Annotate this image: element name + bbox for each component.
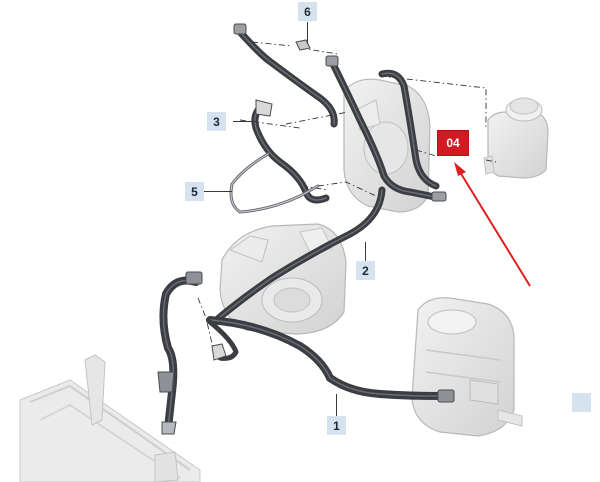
- callout-2[interactable]: 2: [356, 261, 375, 280]
- hose-1: [157, 271, 455, 435]
- reservoir-component: [483, 97, 549, 179]
- callout-6-leader: [307, 22, 308, 44]
- hose-4: [325, 55, 447, 202]
- pipe-5: [229, 152, 320, 214]
- highlight-part-badge[interactable]: 04: [437, 130, 469, 156]
- callout-1-leader: [336, 394, 337, 418]
- callout-5-leader: [204, 191, 232, 192]
- radiator-component: [19, 354, 201, 482]
- hose-3: [251, 99, 330, 204]
- cooler-component: [411, 297, 523, 437]
- callout-5[interactable]: 5: [185, 182, 204, 201]
- hose-2: [210, 186, 386, 326]
- callout-3-leader: [233, 121, 257, 122]
- hose-6: [233, 23, 338, 128]
- callout-3[interactable]: 3: [207, 112, 226, 131]
- callout-6[interactable]: 6: [298, 2, 317, 21]
- blank-callout-box: [572, 393, 591, 412]
- callout-2-leader: [365, 242, 366, 264]
- callout-1[interactable]: 1: [327, 416, 346, 435]
- red-pointer-arrow: [454, 162, 531, 287]
- steering-pump-component: [219, 223, 347, 335]
